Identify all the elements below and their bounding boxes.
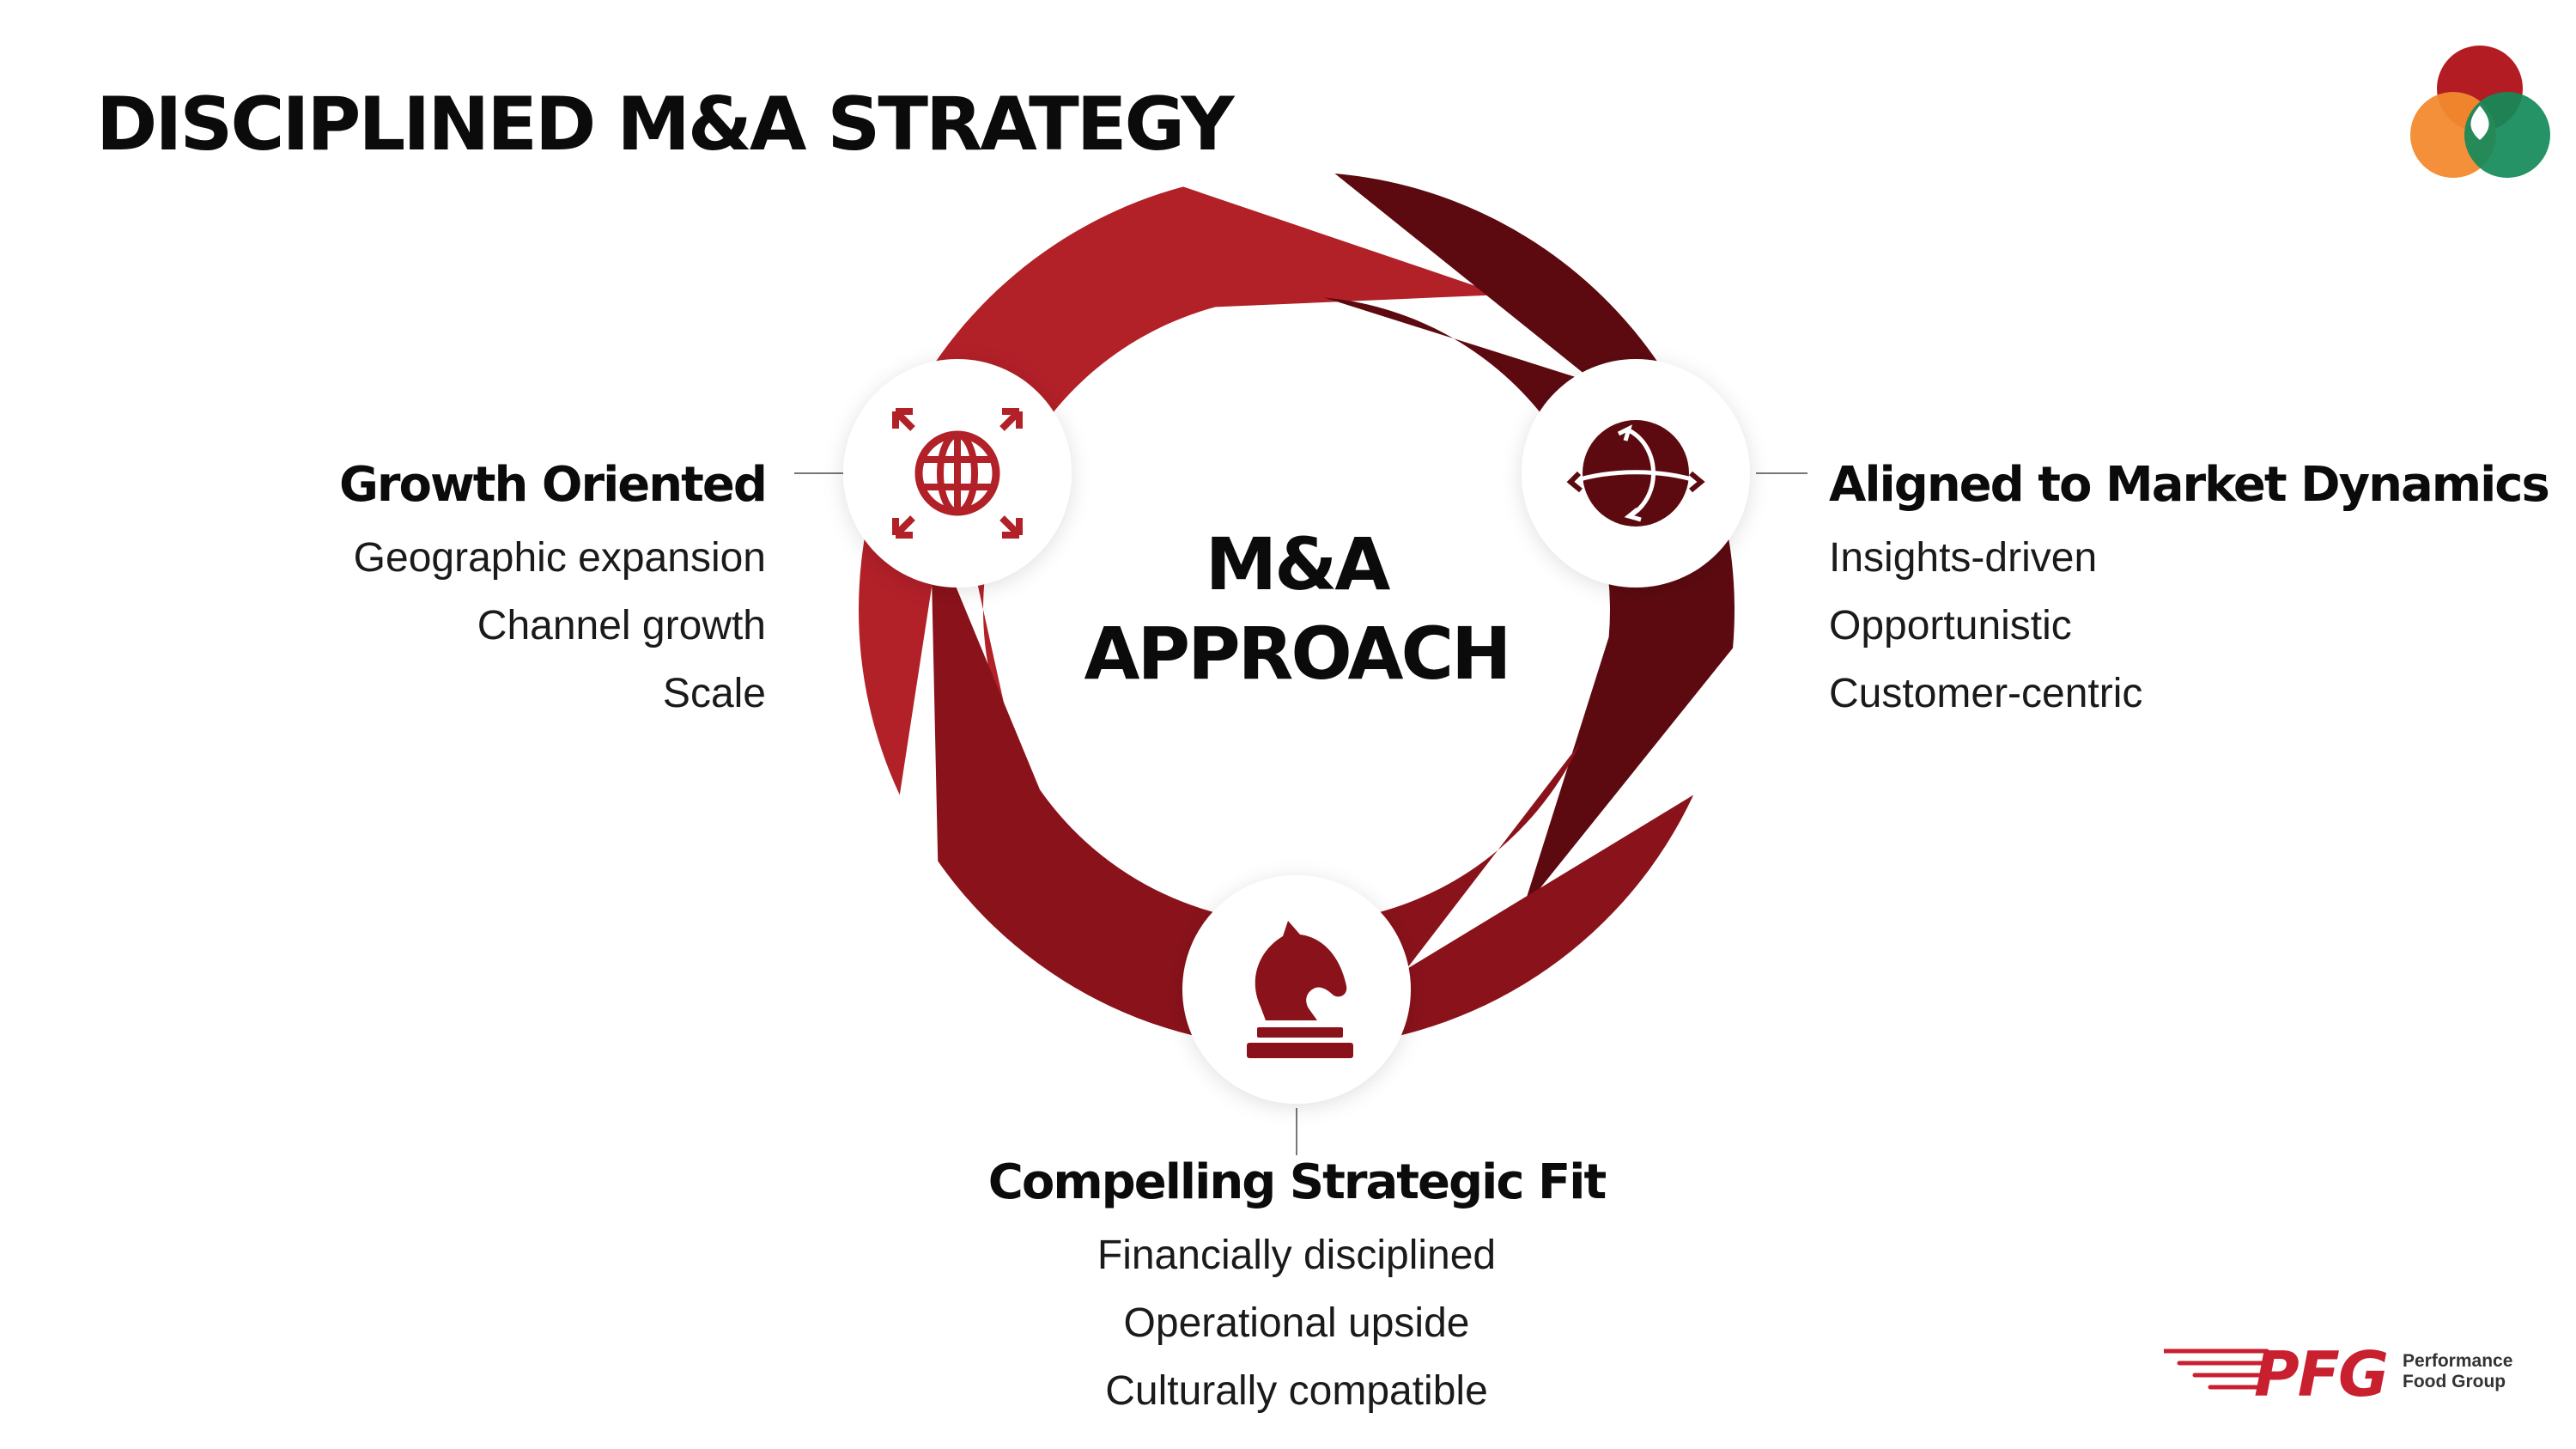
ring-segment-growth <box>859 186 1502 795</box>
pillar-compelling-strategic-fit: Compelling Strategic Fit Financially dis… <box>953 1144 1640 1425</box>
pillar-item: Customer-centric <box>1829 671 2143 716</box>
pillar-heading: Aligned to Market Dynamics <box>1829 457 2550 513</box>
ring-segment-market <box>1323 173 1735 910</box>
pillar-heading: Growth Oriented <box>338 457 768 513</box>
pillar-item: Channel growth <box>477 603 766 648</box>
ring-segment-fit <box>930 525 1694 1048</box>
center-label: M&A APPROACH <box>1048 520 1546 698</box>
venn-green-circle <box>2464 92 2550 178</box>
center-line-1: M&A <box>1205 522 1391 606</box>
pfg-mark: PFG <box>2254 1338 2387 1410</box>
pillar-item: Culturally compatible <box>1105 1368 1488 1414</box>
pillar-item: Insights-driven <box>1829 535 2098 581</box>
venn-center-drop <box>2470 106 2489 140</box>
pillar-growth-oriented: Growth Oriented Geographic expansion Cha… <box>338 447 768 728</box>
pillar-item: Financially disciplined <box>1097 1233 1497 1278</box>
pfg-logo: PFG Performance Food Group <box>2164 1338 2512 1410</box>
pillar-item: Scale <box>662 671 766 716</box>
chess-knight-icon <box>1247 921 1353 1058</box>
pfg-name-line2: Food Group <box>2403 1372 2506 1391</box>
pillar-item: Operational upside <box>1123 1300 1470 1346</box>
page-title: DISCIPLINED M&A STRATEGY <box>96 82 1234 167</box>
pfg-name-line1: Performance <box>2403 1351 2512 1371</box>
venn-logo <box>2410 46 2550 178</box>
globe-arrows-icon <box>892 408 1023 539</box>
compass-globe-icon <box>1566 420 1705 527</box>
pillar-item: Opportunistic <box>1829 603 2072 648</box>
pillar-item: Geographic expansion <box>353 535 766 581</box>
pillar-heading: Compelling Strategic Fit <box>987 1154 1607 1210</box>
center-line-2: APPROACH <box>1084 612 1512 696</box>
pillar-aligned-to-market-dynamics: Aligned to Market Dynamics Insights-driv… <box>1829 447 2550 728</box>
